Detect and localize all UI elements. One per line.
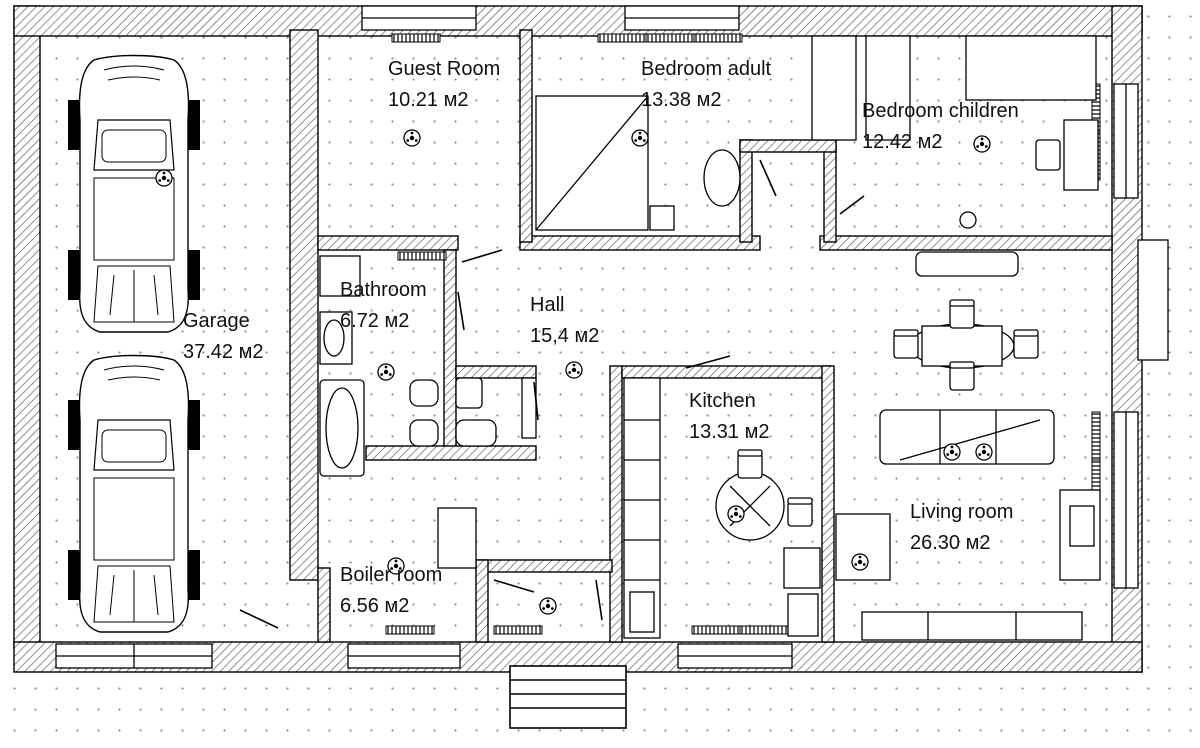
room-area: 37.42 м2 [183,341,264,363]
room-label-living-room: Living room 26.30 м2 [910,497,1013,559]
room-name: Boiler room [340,564,443,586]
room-label-boiler-room: Boiler room 6.56 м2 [340,560,442,622]
room-label-bedroom-adult: Bedroom adult 13.38 м2 [641,54,771,116]
living-room-furniture [835,299,1101,641]
doors [239,159,865,729]
room-name: Bedroom adult [641,58,772,80]
room-name: Living room [910,501,1014,523]
interior-walls [317,29,1113,643]
room-label-bathroom: Bathroom 6.72 м2 [340,275,427,337]
bedroom-furniture [535,35,1099,277]
room-label-bedroom-children: Bedroom children 12.42 м2 [862,96,1019,158]
room-area: 13.38 м2 [641,89,722,111]
windows [55,5,1169,669]
room-area: 6.56 м2 [340,595,410,617]
room-name: Kitchen [689,390,756,412]
room-label-guest-room: Guest Room 10.21 м2 [388,54,500,116]
room-area: 6.72 м2 [340,310,410,332]
room-label-kitchen: Kitchen 13.31 м2 [689,386,769,448]
room-name: Hall [530,294,565,316]
room-label-hall: Hall 15,4 м2 [530,290,599,352]
kitchen-furniture [623,377,821,639]
room-area: 15,4 м2 [530,325,600,347]
bathroom-fixtures [319,255,537,569]
garage-cars [67,54,201,633]
room-name: Bathroom [340,279,427,301]
room-area: 26.30 м2 [910,532,991,554]
room-name: Bedroom children [862,100,1019,122]
room-area: 13.31 м2 [689,421,770,443]
room-area: 12.42 м2 [862,131,943,153]
room-name: Guest Room [388,58,501,80]
room-area: 10.21 м2 [388,89,469,111]
room-name: Garage [183,310,250,332]
room-label-garage: Garage 37.42 м2 [183,306,263,368]
